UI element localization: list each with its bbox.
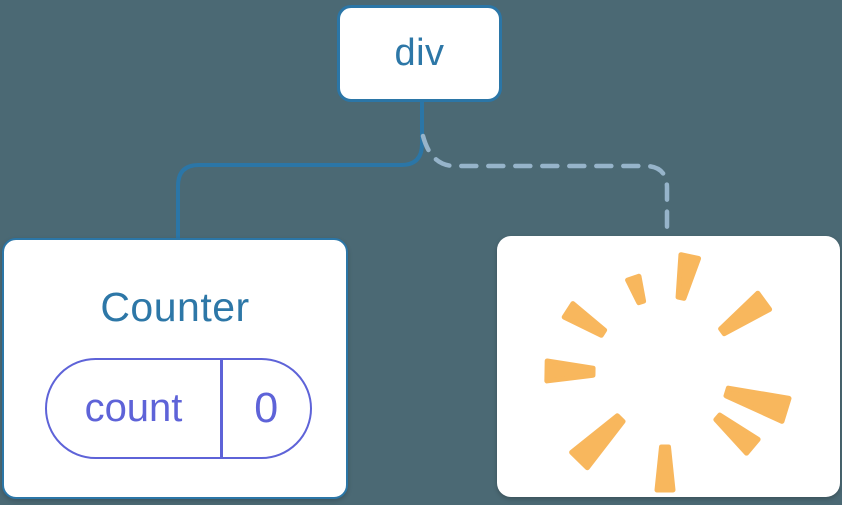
dashed-connector-line [420, 133, 670, 240]
state-pill-divider [220, 360, 223, 457]
component-title: Counter [100, 284, 250, 330]
counter-component-card: Counter count 0 [2, 238, 348, 499]
state-key-label: count [84, 386, 183, 430]
state-pill: count 0 [45, 358, 312, 459]
tree-node-div: div [337, 5, 502, 102]
state-key-cell: count [47, 360, 220, 457]
solid-connector-line [176, 99, 424, 241]
removed-component-card [497, 236, 840, 497]
root-node-label: div [394, 32, 445, 74]
state-value-label: 0 [254, 384, 279, 432]
poof-icon [544, 252, 792, 493]
state-value-cell: 0 [223, 360, 311, 457]
